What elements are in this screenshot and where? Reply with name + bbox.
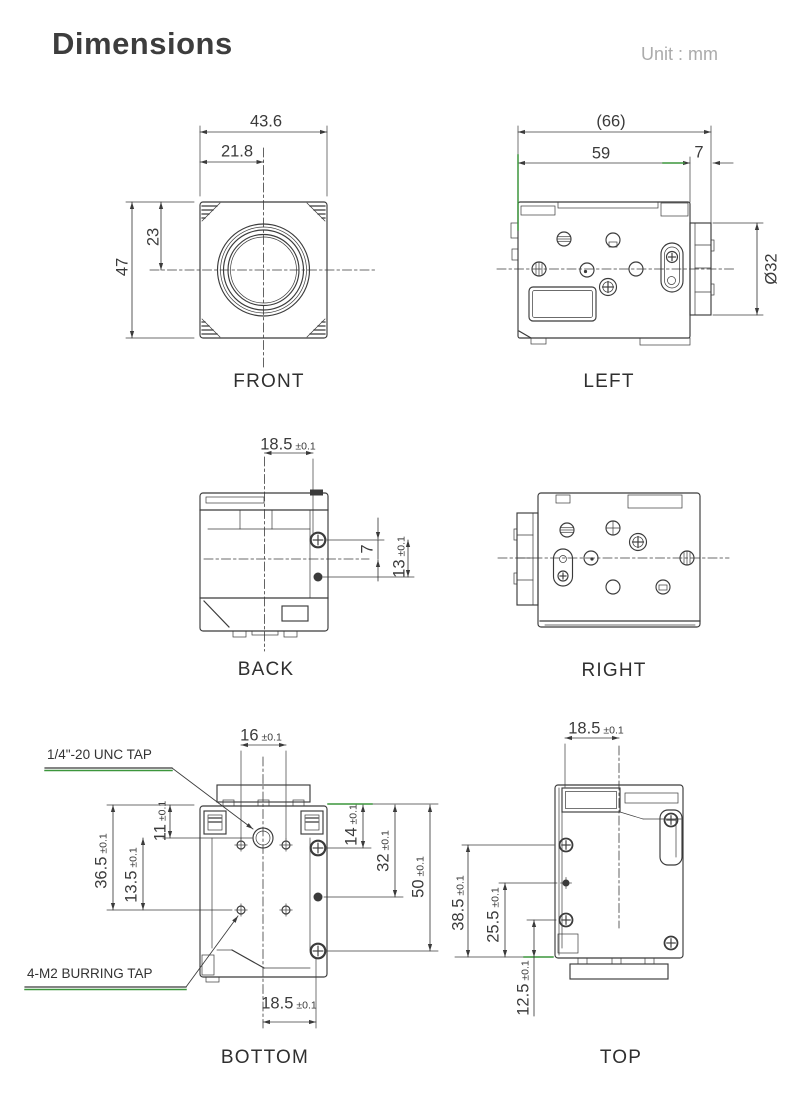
left-view-drawing <box>496 125 764 346</box>
dim-bottom-mid-offset: 13.5±0.1 <box>122 847 141 903</box>
top-body <box>554 784 684 980</box>
dim-bottom-side-rear: 50±0.1 <box>409 856 428 898</box>
dim-front-overall-height: 47 <box>113 257 132 277</box>
front-view-label: FRONT <box>233 371 305 392</box>
burring-tap-callout: 4-M2 BURRING TAP <box>27 966 153 981</box>
dim-bottom-front-hole-span: 16±0.1 <box>240 726 282 745</box>
dim-bottom-rear-hole-offset: 36.5±0.1 <box>92 833 111 889</box>
dim-bottom-side-mid: 32±0.1 <box>374 830 393 872</box>
left-view-label: LEFT <box>583 371 635 392</box>
top-view-drawing <box>454 735 684 1017</box>
burring-tap-leader <box>24 915 239 991</box>
unit-note: Unit : mm <box>640 44 718 64</box>
dim-top-screw-c: 12.5±0.1 <box>514 960 533 1016</box>
focus-screw <box>598 277 618 297</box>
front-body <box>199 201 328 339</box>
right-body <box>513 492 701 628</box>
dim-top-screw-a: 38.5±0.1 <box>449 875 468 931</box>
page-title: Dimensions <box>52 26 233 61</box>
dim-top-screw-b: 25.5±0.1 <box>484 887 503 943</box>
bottom-view-drawing <box>24 742 439 1029</box>
connector-slot <box>528 286 597 322</box>
left-body <box>510 201 715 346</box>
dim-bottom-tripod-offset: 11±0.1 <box>151 800 170 842</box>
screw-slot <box>660 242 684 293</box>
screw-slot <box>552 548 574 587</box>
lens-circle <box>216 223 311 317</box>
bottom-body <box>199 784 328 983</box>
right-view-drawing <box>497 492 730 628</box>
dim-front-overall-width: 43.6 <box>249 112 283 131</box>
back-view-label: BACK <box>237 659 295 680</box>
dim-top-center-span: 18.5±0.1 <box>568 719 624 738</box>
bottom-view-label: BOTTOM <box>220 1047 310 1068</box>
top-view-label: TOP <box>599 1047 643 1068</box>
dim-front-center-height: 23 <box>144 227 163 247</box>
dim-left-body-depth: 59 <box>591 144 611 163</box>
dim-back-mount-offset: 18.5±0.1 <box>260 435 316 454</box>
dim-bottom-rear-span: 18.5±0.1 <box>261 994 317 1013</box>
focus-screw <box>628 532 648 552</box>
tripod-hole <box>252 827 274 849</box>
tripod-tap-leader <box>44 767 254 830</box>
back-view-drawing <box>199 450 415 652</box>
lens-barrel <box>689 222 715 316</box>
dim-back-hole-pitch: 13±0.1 <box>390 536 409 578</box>
dim-left-lens-protrusion: 7 <box>694 143 704 162</box>
dim-bottom-side-front: 14±0.1 <box>342 804 361 846</box>
tripod-tap-callout: 1/4"-20 UNC TAP <box>47 747 152 762</box>
dim-left-overall-depth: (66) <box>596 112 626 131</box>
dim-back-hole-to-center: 7 <box>358 544 377 554</box>
right-view-label: RIGHT <box>581 660 647 681</box>
front-view-drawing <box>125 125 378 369</box>
dim-front-center-width: 21.8 <box>220 142 254 161</box>
dim-left-lens-diameter: Ø32 <box>762 253 781 285</box>
lens-barrel <box>513 512 539 606</box>
back-body <box>199 489 329 638</box>
